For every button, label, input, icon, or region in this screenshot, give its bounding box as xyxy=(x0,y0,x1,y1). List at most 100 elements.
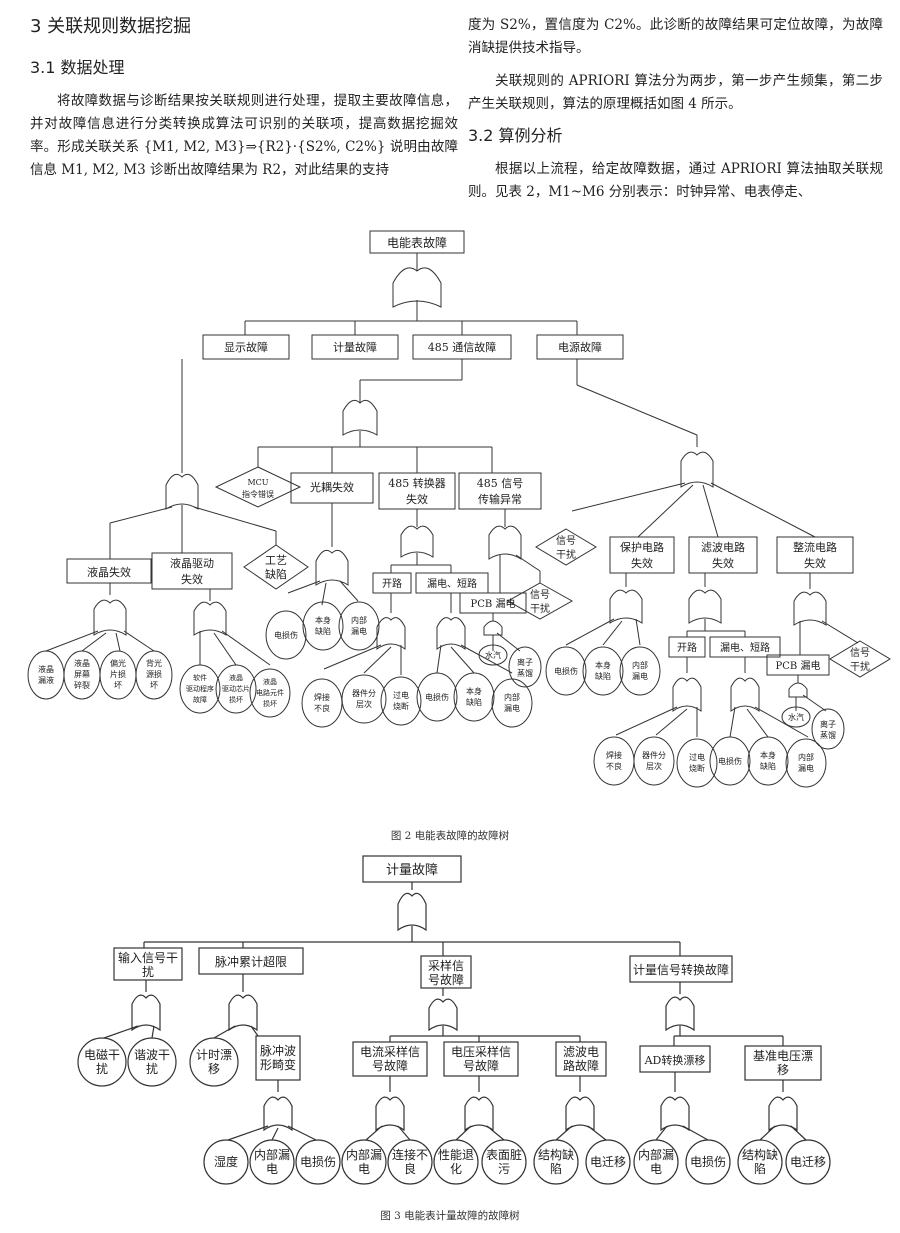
fig3-dirt-1: 表面脏 xyxy=(486,1147,522,1162)
fig2-t-filt-6b: 漏电 xyxy=(798,763,814,773)
subsection-3-2-title: 3.2 算例分析 xyxy=(468,126,563,145)
fig2-t-filt-5a: 本身 xyxy=(760,750,776,760)
fig2-t-conv-solder-1: 焊接 xyxy=(314,692,330,702)
fig2-box-lcd xyxy=(66,558,152,584)
fig2-t-drv2-3: 损坏 xyxy=(229,695,243,704)
fig2-leaf-water-1 xyxy=(478,644,508,666)
fig2-pcb-2-label: PCB 漏电 xyxy=(776,659,821,672)
fig2-leaf-conv-layer xyxy=(341,674,387,724)
fig2-leaf-conv-burn xyxy=(380,676,422,726)
fig2-leaf-protect-2 xyxy=(582,646,624,696)
fig2-t-drv3-2: 电路元件 xyxy=(256,688,284,697)
fig2-t-filt-4: 电损伤 xyxy=(718,756,742,766)
fig3-adleak-2: 电 xyxy=(650,1162,662,1176)
fig2-ion-2a: 离子 xyxy=(820,719,836,729)
fig3-cleak-2: 电 xyxy=(358,1162,370,1176)
fig3-current-2: 号故障 xyxy=(372,1058,408,1073)
fig3-box-voltage xyxy=(443,1041,519,1077)
fig2-t-lcd3-3: 坏 xyxy=(114,680,122,690)
fig3-voltage-1: 电压采样信 xyxy=(451,1044,511,1059)
fig2-box-lcd-driver xyxy=(151,552,233,590)
fig2-t-conv-internal-2: 漏电 xyxy=(504,703,520,713)
fig3-top-gate xyxy=(397,892,427,932)
fig2-leaf-lcd-1 xyxy=(27,650,65,700)
fig2-t-filt-3a: 过电 xyxy=(689,752,705,762)
fig2-t-opto-damage: 电损伤 xyxy=(274,630,298,640)
fig2-t-conv-defect-1: 本身 xyxy=(466,686,482,696)
fig2-l1-485: 485 通信故障 xyxy=(428,340,497,354)
subsection-3-1-paragraph: 将故障数据与诊断结果按关联规则进行处理，提取主要故障信息，并对故障信息进行分类转… xyxy=(30,93,458,178)
fig3-box-input xyxy=(113,947,183,981)
fig2-leaf-conv-solder xyxy=(301,678,343,728)
fig2-process-1: 工艺 xyxy=(265,554,287,567)
fig2-ion-1b: 蒸馏 xyxy=(517,668,533,678)
fig2-filter-open-label: 开路 xyxy=(677,641,697,654)
fig2-gate-filter-leak xyxy=(730,677,760,712)
fig2-t-filt-1a: 焊接 xyxy=(606,750,622,760)
fig2-gate-lcd xyxy=(93,599,127,636)
fig2-leaf-opto-leak xyxy=(338,601,380,651)
fig3-struct-2: 陷 xyxy=(550,1161,562,1176)
fig2-t-conv-internal-1: 内部 xyxy=(504,692,520,702)
fig3-leaf-vref-struct xyxy=(737,1139,783,1185)
fig2-t-lcd1-1: 液晶 xyxy=(38,664,54,674)
fig2-t-lcd3-1: 偏光 xyxy=(110,658,126,668)
fig3-migr: 电迁移 xyxy=(590,1155,626,1169)
fig2-signal-2: 传输异常 xyxy=(478,492,522,506)
fig2-leaf-driver-2 xyxy=(215,664,257,714)
fig3-ad-label: AD转换漂移 xyxy=(644,1053,706,1067)
fig3-leaf-vref-migr xyxy=(785,1139,831,1185)
fig2-t-lcd4-1: 背光 xyxy=(146,658,162,668)
fig2-leaf-protect-1 xyxy=(545,646,587,696)
fig3-box-pulse xyxy=(198,947,304,975)
fig2-mcu-2: 指令错误 xyxy=(242,489,274,499)
fig3-leaf-cur-leak xyxy=(341,1139,387,1185)
fig2-gate-rectifier xyxy=(793,591,827,626)
fig2-water-2: 水汽 xyxy=(788,712,804,722)
fig3-gate-vref xyxy=(768,1096,798,1132)
fig3-harm-2: 扰 xyxy=(146,1062,158,1076)
fig2-t-filt-6a: 内部 xyxy=(798,752,814,762)
fig2-rect-2: 失效 xyxy=(804,556,826,570)
fig3-gate-waveform xyxy=(263,1096,293,1132)
fig2-top-label: 电能表故障 xyxy=(387,235,447,250)
fig2-t-conv-layer-1: 器件分 xyxy=(352,688,376,698)
fig2-optocoupler-label: 光耦失效 xyxy=(310,480,354,494)
fig3-input-1: 输入信号干 xyxy=(118,950,178,965)
fig2-ion-2b: 蒸馏 xyxy=(820,730,836,740)
fig3-wave-1: 脉冲波 xyxy=(260,1043,296,1058)
fig3-leaf-wave-leak xyxy=(249,1139,295,1185)
fig2-caption: 图 2 电能表故障的故障树 xyxy=(390,830,510,842)
fig2-t-prot-3b: 漏电 xyxy=(632,671,648,681)
fig2-lcd-label: 液晶失效 xyxy=(87,565,131,579)
fig3-gate-ad xyxy=(660,1096,690,1132)
fig3-wdamage: 电损伤 xyxy=(300,1155,336,1169)
fig2-t-prot-2a: 本身 xyxy=(595,660,611,670)
fig2-box-485-signal xyxy=(458,472,542,510)
fig2-diamond-power-signal xyxy=(535,528,597,566)
fig2-pcb-1-label: PCB 漏电 xyxy=(471,597,516,610)
fig2-driver-2: 失效 xyxy=(181,572,203,586)
fig2-t-drv3-1: 液晶 xyxy=(263,677,277,686)
fig3-pulse-label: 脉冲累计超限 xyxy=(215,954,287,969)
fig2-t-conv-burn-2: 烧断 xyxy=(393,701,409,711)
fig3-conn-1: 连接不 xyxy=(392,1147,428,1162)
fig2-and-gate-2 xyxy=(788,682,808,698)
fig2-water-1: 水汽 xyxy=(485,650,501,660)
fig2-t-lcd2-2: 屏幕 xyxy=(74,669,90,679)
fig3-perf-1: 性能退 xyxy=(438,1148,474,1162)
fig2-t-filt-3b: 烧断 xyxy=(689,763,705,773)
fig2-gate-display xyxy=(165,473,199,510)
fig3-gate-convert xyxy=(665,996,695,1032)
fig2-box-filter xyxy=(688,536,758,574)
fig2-leaf-lcd-4 xyxy=(135,650,173,700)
fig2-top-gate xyxy=(392,267,442,308)
fig3-gate-filter xyxy=(565,1096,595,1132)
fig3-leaf-ad-leak xyxy=(633,1139,679,1185)
fig3-leaf-em xyxy=(77,1037,127,1087)
fig2-gate-protect xyxy=(609,589,643,624)
fig3-em-2: 扰 xyxy=(96,1062,108,1076)
fig3-timer-2: 移 xyxy=(208,1062,220,1076)
fig2-diamond-mcu xyxy=(214,466,302,508)
fig2-t-drv3-3: 损坏 xyxy=(263,699,277,708)
